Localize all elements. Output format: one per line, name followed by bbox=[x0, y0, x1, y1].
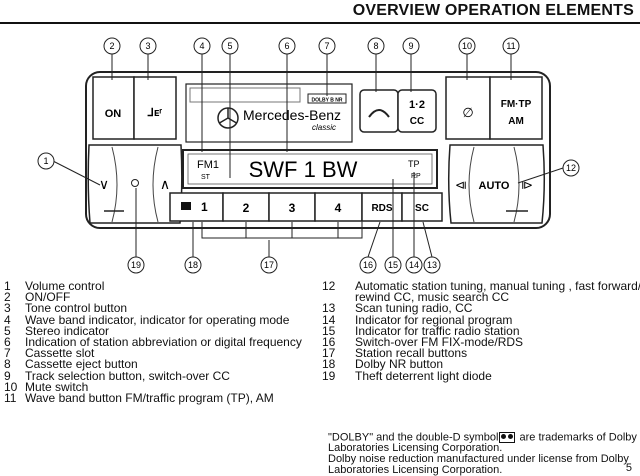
on-label: ON bbox=[105, 108, 122, 120]
radio-diagram: ∨ ∧ ON ⅃ᴇʳ DOLBY B NR Mercedes-Benz clas… bbox=[37, 37, 580, 274]
sc-label: SC bbox=[415, 203, 429, 214]
preset-2-button[interactable] bbox=[222, 192, 270, 222]
preset-1-label: 1 bbox=[201, 200, 208, 214]
callout-13: 13 bbox=[427, 260, 437, 270]
mute-switch[interactable] bbox=[445, 76, 491, 140]
fm-tp-am-button[interactable] bbox=[489, 76, 543, 140]
eject-icon bbox=[368, 109, 390, 118]
cc-top-label: 1·2 bbox=[409, 99, 425, 111]
callout-3: 3 bbox=[145, 41, 150, 51]
fm-tp-label: FM·TP bbox=[501, 99, 532, 110]
brand-name: Mercedes-Benz bbox=[243, 107, 341, 123]
preset-3-button[interactable] bbox=[268, 192, 316, 222]
trademark-notice: "DOLBY" and the double-D symbol are trad… bbox=[328, 431, 637, 476]
tuning-rocker[interactable] bbox=[447, 144, 546, 224]
auto-label: AUTO bbox=[479, 180, 510, 192]
seek-back-icon: ⧏ bbox=[455, 178, 467, 192]
brand-sub: classic bbox=[312, 123, 336, 132]
callout-18: 18 bbox=[188, 260, 198, 270]
am-label: AM bbox=[508, 116, 524, 127]
volume-up-icon: ∧ bbox=[160, 176, 170, 192]
rds-label: RDS bbox=[371, 203, 392, 214]
callout-1: 1 bbox=[43, 156, 48, 166]
page-title: OVERVIEW OPERATION ELEMENTS bbox=[352, 2, 634, 19]
preset-4-label: 4 bbox=[335, 201, 342, 215]
theft-deterrent-led bbox=[131, 179, 139, 187]
mute-icon: ∅ bbox=[462, 105, 473, 120]
callout-2: 2 bbox=[109, 41, 114, 51]
dolby-nr-icon bbox=[181, 202, 191, 210]
page-number: 5 bbox=[625, 462, 632, 474]
callout-10: 10 bbox=[462, 41, 472, 51]
volume-down-icon: ∨ bbox=[99, 176, 109, 192]
stereo-indicator: ST bbox=[201, 174, 211, 181]
callout-14: 14 bbox=[409, 260, 419, 270]
legend-item: rewind CC, music search CC bbox=[355, 290, 510, 305]
double-d-icon bbox=[499, 432, 516, 443]
tone-icon: ⅃ᴇʳ bbox=[147, 107, 163, 119]
callout-11: 11 bbox=[506, 41, 515, 51]
tone-control-button[interactable] bbox=[133, 76, 177, 140]
preset-3-label: 3 bbox=[289, 201, 296, 215]
on-off-button[interactable] bbox=[92, 76, 135, 140]
sc-button[interactable] bbox=[401, 192, 443, 222]
callout-15: 15 bbox=[388, 260, 398, 270]
callout-12: 12 bbox=[566, 163, 576, 173]
rp-indicator: RP bbox=[411, 173, 421, 180]
callout-4: 4 bbox=[199, 41, 204, 51]
callout-17: 17 bbox=[264, 260, 274, 270]
preset-2-label: 2 bbox=[243, 201, 250, 215]
callout-7: 7 bbox=[324, 41, 329, 51]
tp-indicator: TP bbox=[408, 159, 420, 169]
callout-9: 9 bbox=[408, 41, 413, 51]
dolby-nr-button[interactable] bbox=[169, 192, 224, 222]
title-rule bbox=[0, 22, 640, 24]
callout-5: 5 bbox=[227, 41, 232, 51]
callout-8: 8 bbox=[373, 41, 378, 51]
callout-19: 19 bbox=[131, 260, 141, 270]
dolby-badge-label: DOLBY B NR bbox=[311, 98, 342, 104]
callout-16: 16 bbox=[363, 260, 373, 270]
station-name: SWF 1 BW bbox=[249, 157, 358, 182]
cc-bottom-label: CC bbox=[410, 116, 424, 127]
band-indicator: FM1 bbox=[197, 159, 219, 171]
callout-6: 6 bbox=[284, 41, 289, 51]
track-cc-button[interactable] bbox=[397, 89, 437, 133]
